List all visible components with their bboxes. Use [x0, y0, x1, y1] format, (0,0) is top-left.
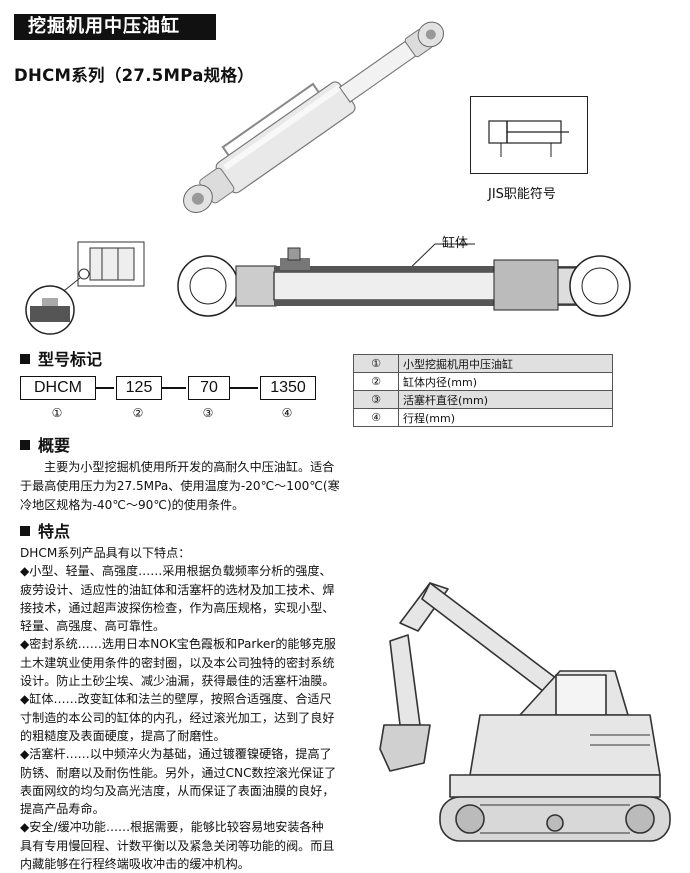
code-marker: ③ — [202, 406, 214, 420]
cylinder-illustration — [183, 21, 445, 213]
features-line: 设计。防止土砂尘埃、减少油漏，获得最佳的活塞杆油膜。 — [20, 674, 335, 689]
features-line: ◆安全/缓冲功能……根据需要，能够比较容易地安装各种 — [20, 820, 324, 835]
excavator-illustration — [379, 582, 671, 842]
jis-symbol-frame — [470, 96, 588, 174]
code-marker: ④ — [281, 406, 293, 420]
model-code-heading: 型号标记 — [20, 346, 102, 370]
legend-num: ① — [353, 354, 399, 373]
features-heading: 特点 — [20, 518, 70, 542]
code-marker: ② — [132, 406, 144, 420]
features-line: ◆密封系统……选用日本NOK宝色霞板和Parker的能够克服 — [20, 637, 336, 652]
features-line: DHCM系列产品具有以下特点： — [20, 546, 191, 560]
overview-heading-text: 概要 — [38, 436, 71, 455]
legend-text: 行程(mm) — [398, 408, 613, 427]
code-dash — [230, 387, 258, 389]
code-part-bore: 125 — [116, 376, 162, 400]
features-line: 提高产品寿命。 — [20, 802, 105, 817]
features-line: 防锈、耐磨以及耐伤性能。另外，通过CNC数控滚光保证了 — [20, 765, 337, 780]
seal-detail-drawing — [25, 241, 145, 335]
bullet-square-icon — [20, 526, 30, 536]
features-line: 具有专用慢回程、计数平衡以及紧急关闭等功能的阀。而且 — [20, 838, 335, 853]
legend-text: 活塞杆直径(mm) — [398, 390, 613, 409]
cylinder-section-drawing — [177, 243, 631, 317]
series-title: DHCM系列（27.5MPa规格） — [14, 66, 255, 85]
legend-text: 小型挖掘机用中压油缸 — [398, 354, 613, 373]
features-line: 轻量、高强度、高可靠性。 — [20, 619, 166, 634]
jis-label: JIS职能符号 — [488, 187, 556, 202]
features-line: 接技术，通过超声波探伤检查，作为高压规格，实现小型、 — [20, 600, 335, 615]
overview-paragraph: 主要为小型挖掘机使用所开发的高耐久中压油缸。适合 于最高使用压力为27.5MPa… — [20, 458, 370, 515]
code-part-rod: 70 — [188, 376, 230, 400]
legend-text: 缸体内径(mm) — [398, 372, 613, 391]
features-line: 土木建筑业使用条件的密封圈，以及本公司独特的密封系统 — [20, 655, 335, 670]
jis-symbol-icon — [488, 120, 569, 157]
features-list: DHCM系列产品具有以下特点： ◆小型、轻量、高强度……采用根据负载频率分析的强… — [20, 544, 368, 873]
bullet-square-icon — [20, 440, 30, 450]
model-code-heading-text: 型号标记 — [38, 350, 103, 369]
overview-line: 主要为小型挖掘机使用所开发的高耐久中压油缸。适合 — [44, 460, 335, 474]
legend-num: ② — [353, 372, 399, 391]
overview-line: 于最高使用压力为27.5MPa、使用温度为-20℃～100℃(寒 — [20, 479, 340, 493]
overview-line: 冷地区规格为-40℃～90℃)的使用条件。 — [20, 498, 245, 512]
code-dash — [96, 387, 114, 389]
legend-num: ④ — [353, 408, 399, 427]
features-line: 表面网纹的均匀及高光洁度，从而保证了表面油膜的良好， — [20, 783, 335, 798]
code-part-series: DHCM — [20, 376, 96, 400]
code-part-stroke: 1350 — [260, 376, 316, 400]
features-line: ◆小型、轻量、高强度……采用根据负载频率分析的强度、 — [20, 564, 332, 579]
features-line: 寸制造的本公司的缸体的内孔，经过滚光加工，达到了良好 — [20, 710, 335, 725]
bullet-square-icon — [20, 354, 30, 364]
features-line: 内藏能够在行程终端吸收冲击的缓冲机构。 — [20, 857, 250, 872]
overview-heading: 概要 — [20, 432, 70, 456]
code-marker: ① — [51, 406, 63, 420]
cylinder-label: 缸体 — [442, 236, 469, 251]
features-heading-text: 特点 — [38, 522, 71, 541]
features-line: 的粗糙度及表面硬度，提高了耐磨性。 — [20, 728, 226, 743]
legend-num: ③ — [353, 390, 399, 409]
features-line: ◆缸体……改变缸体和法兰的壁厚，按照合适强度、合适尺 — [20, 692, 332, 707]
page-title: 挖掘机用中压油缸 — [14, 14, 216, 40]
code-dash — [162, 387, 186, 389]
features-line: 疲劳设计、适应性的油缸体和活塞杆的选材及加工技术、焊 — [20, 582, 335, 597]
features-line: ◆活塞杆……以中频淬火为基础，通过镀覆镍硬铬，提高了 — [20, 747, 332, 762]
